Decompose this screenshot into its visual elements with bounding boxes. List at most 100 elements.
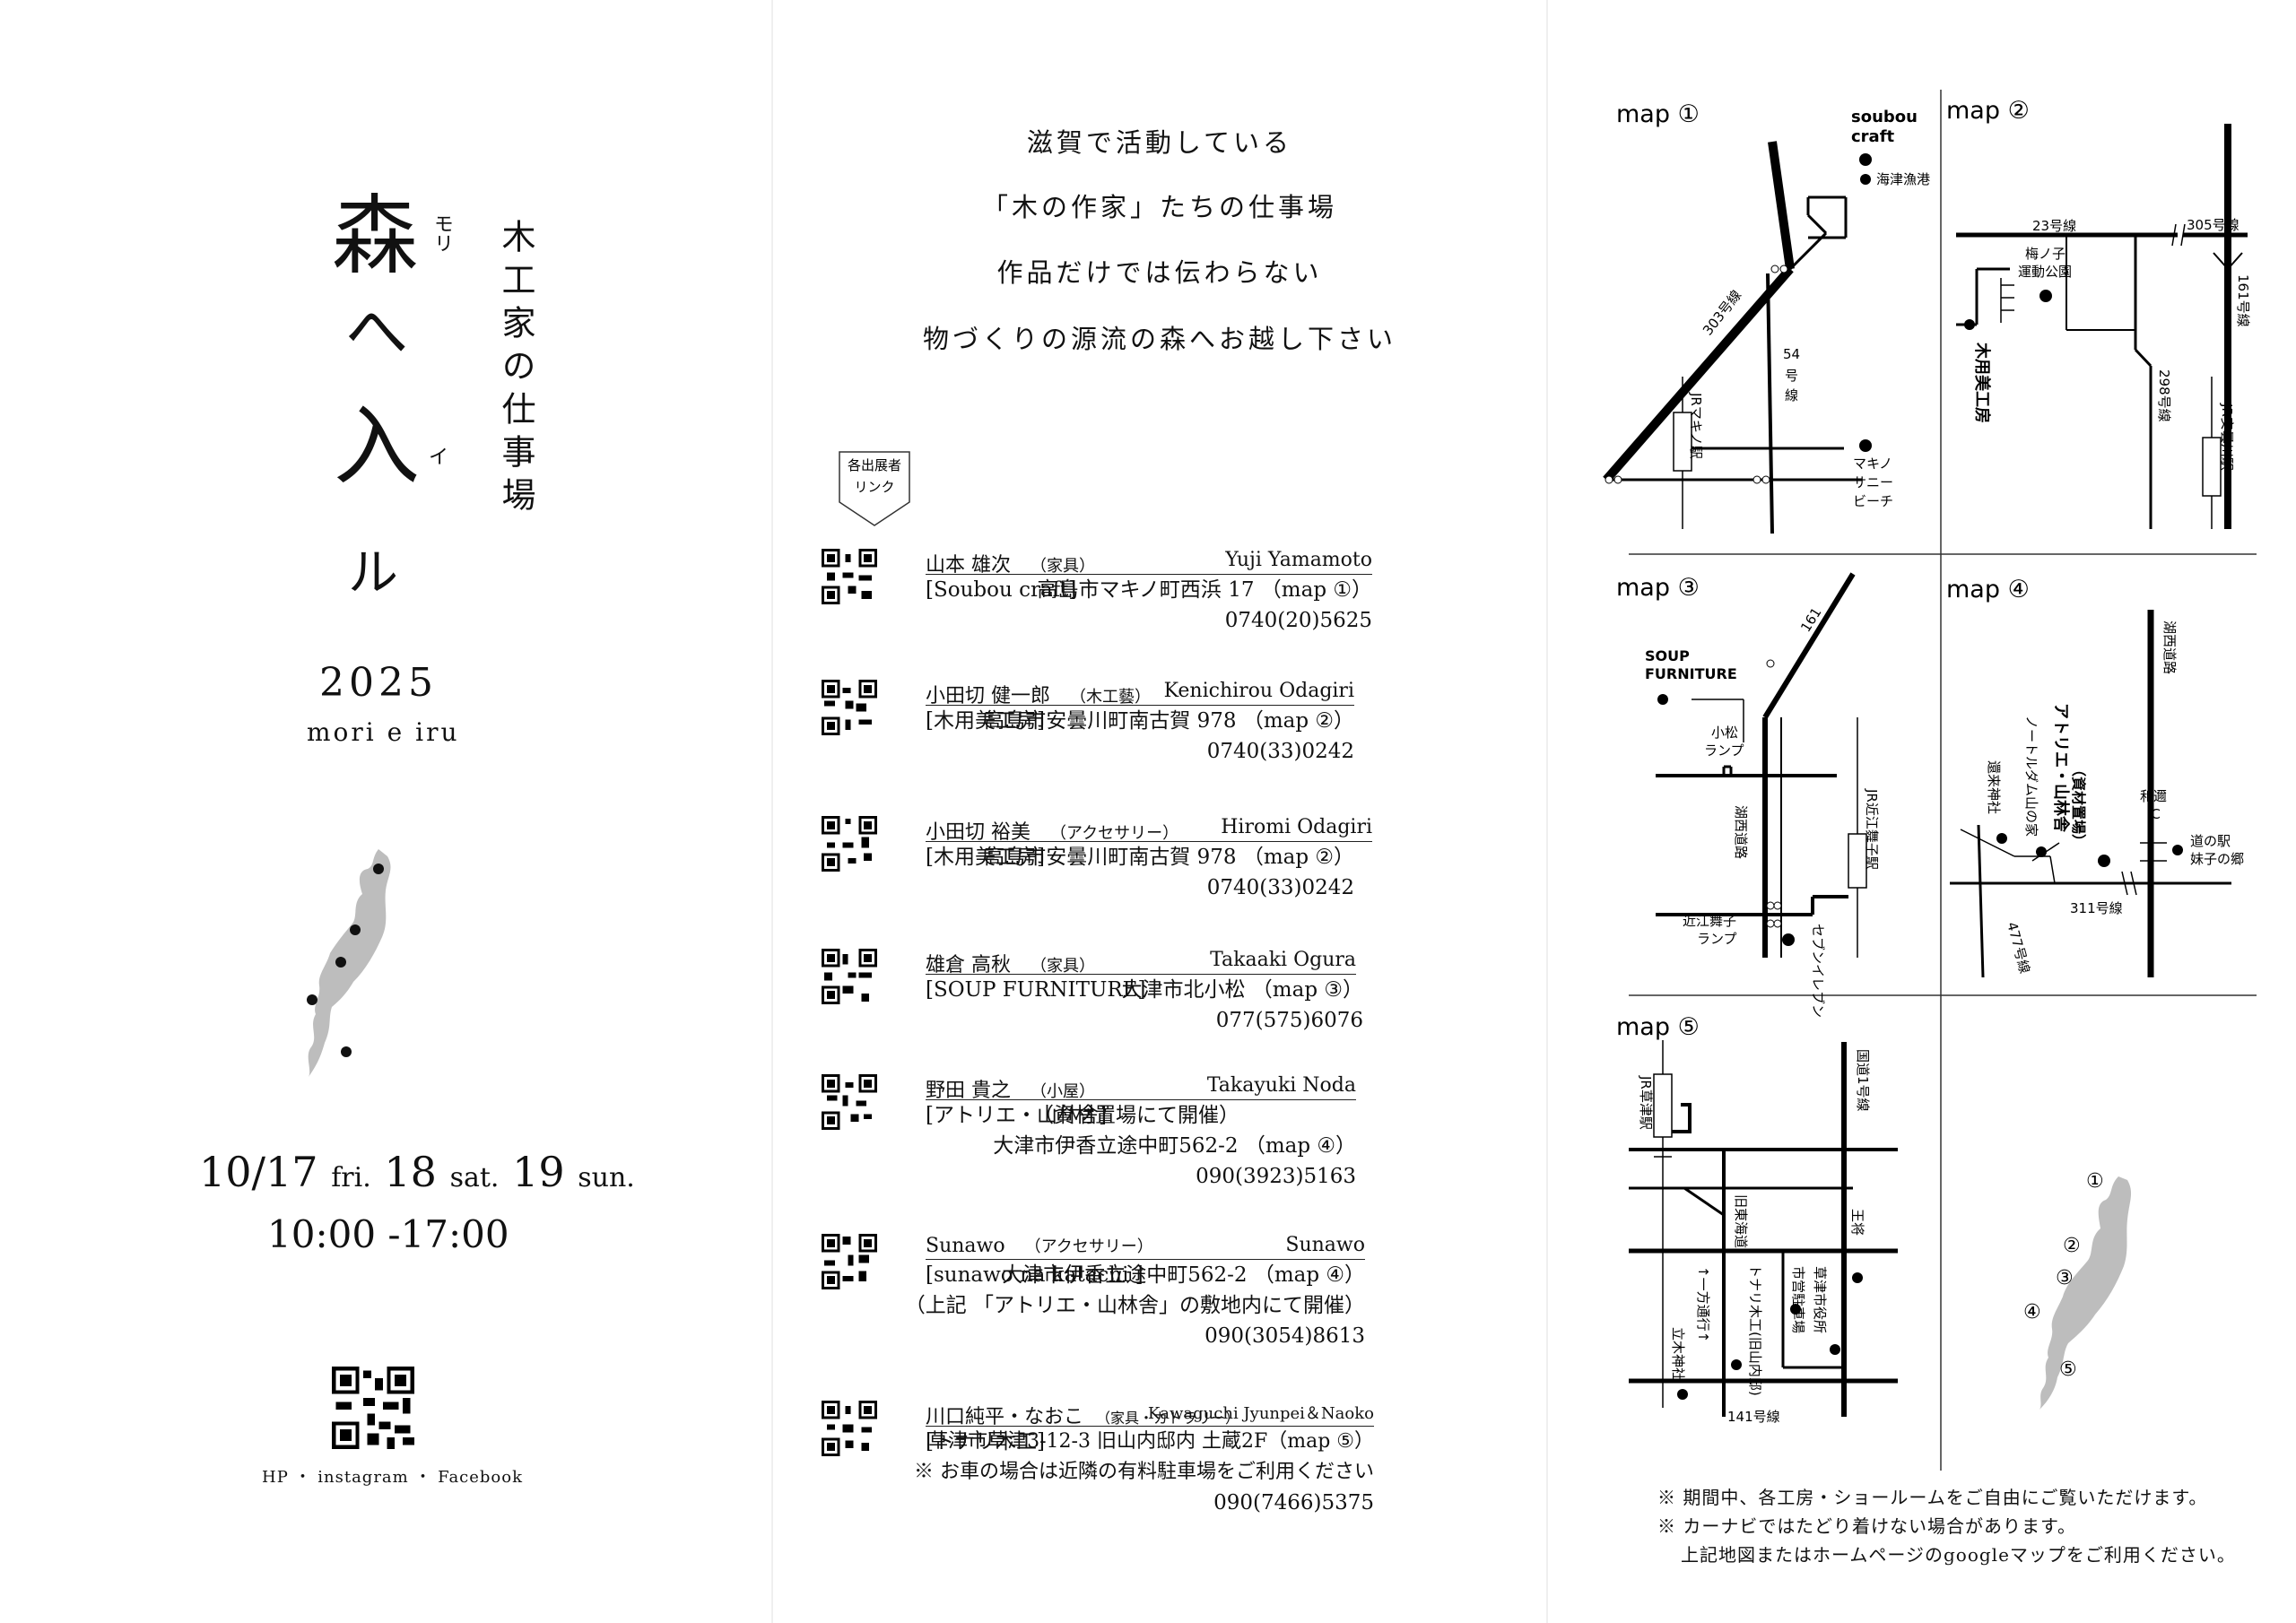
phone: 0740(20)5625: [1224, 609, 1372, 632]
lake-shape: [308, 849, 391, 1077]
michinoeki-label: 道の駅: [2190, 833, 2231, 849]
exhibitor-category: （家具・カトラリー）: [1096, 1410, 1240, 1427]
exhibitor-category: （家具）: [1031, 957, 1095, 976]
seven-eleven-label: セブンイレブン: [1810, 924, 1826, 1018]
map-5: map ⑤ JR草津駅 国道1号線 旧東海道 王将 ↑一方通行↑ トナリ木工: [1616, 1013, 1898, 1425]
makino-sunny-beach-label-3: ビーチ: [1853, 493, 1893, 509]
address: 大津市北小松 （map ③）: [1121, 978, 1364, 1002]
jr-kusatsu-station-label: JR草津駅: [1638, 1075, 1654, 1130]
wani-ic-label-2: IC: [2147, 806, 2161, 822]
exhibitor-name-en: Kenichirou Odagiri: [1163, 680, 1354, 702]
title-char-he: へ: [345, 295, 408, 369]
route-1-label: 国道1号線: [1855, 1049, 1871, 1112]
exhibitor-category: （アクセサリー）: [1024, 1237, 1153, 1256]
note-2: ※ カーナビではたどり着けない場合があります。: [1657, 1515, 2076, 1537]
makino-sunny-beach-label: マキノ: [1853, 456, 1892, 472]
kaizu-port-label: 海津漁港: [1876, 171, 1930, 187]
event-dates: 10/17 fri. 18 sat. 19 sun.: [199, 1148, 635, 1196]
title-char-iru: 入: [334, 396, 420, 497]
exhibitors-panel: 滋賀で活動している 「木の作家」たちの仕事場 作品だけでは伝わらない 物づくりの…: [773, 0, 1546, 1623]
phone: 077(575)6076: [1215, 1009, 1363, 1032]
map-1-label: map ①: [1616, 100, 1700, 128]
map-2-label: map ②: [1946, 97, 2030, 125]
exhibitor-name-en: Sunawo: [1285, 1234, 1365, 1256]
title-char-ru: ル: [348, 544, 398, 603]
storage-label: （資材置場）: [2070, 762, 2087, 848]
qr-code[interactable]: [822, 680, 877, 735]
map-3-label: map ③: [1616, 574, 1700, 602]
tag-line-1: 各出展者: [848, 457, 901, 473]
maps-panel: map ① soubou craft 海津漁港 303号線 54: [1548, 0, 2296, 1623]
phone: 090(7466)5375: [1213, 1491, 1374, 1515]
osho-label: 王将: [1849, 1209, 1866, 1236]
lake-marker-5: ⑤: [2059, 1358, 2077, 1381]
workshop-name: [木用美工房]: [926, 846, 1045, 869]
phone: 090(3923)5163: [1196, 1165, 1356, 1188]
qr-code[interactable]: [822, 1401, 877, 1456]
jr-omimaiko-station-label: JR近江舞子駅: [1864, 788, 1880, 870]
exhibitor-name-en: Kawaguchi Jyunpei＆Naoko: [1147, 1404, 1374, 1423]
map-3: map ③ SOUP FURNITURE 161 小松 ランプ: [1616, 572, 1880, 1018]
address: 高島市マキノ町西浜 17 （map ①）: [1037, 578, 1372, 602]
route-311-label: 311号線: [2070, 900, 2123, 916]
one-way-label: ↑一方通行↑: [1695, 1266, 1711, 1342]
venue-note: （上記 「アトリエ・山林舎」の敷地内にて開催）: [904, 1294, 1365, 1317]
homepage-qr-code[interactable]: [332, 1367, 414, 1449]
wani-ic-label: 和邇: [2140, 788, 2167, 804]
route-161-label: 161号線: [2235, 274, 2251, 327]
route-298-label: 298号線: [2156, 369, 2172, 422]
exhibitor-name: 小田切 健一郎: [926, 685, 1050, 707]
route-141-label: 141号線: [1727, 1409, 1780, 1425]
exhibitor-entry: 川口純平・なおこ（家具・カトラリー）Kawaguchi Jyunpei＆Naok…: [822, 1401, 1374, 1518]
lake-marker-4: ④: [2023, 1301, 2041, 1324]
workshop-name: [SOUP FURNITURE]: [926, 978, 1146, 1002]
kosei-road-label: 湖西道路: [1733, 805, 1749, 859]
exhibitor-name-en: Takaaki Ogura: [1210, 949, 1356, 971]
workshop-name: [木用美工房]: [926, 709, 1045, 733]
note-3: 上記地図またはホームページのgoogleマップをご利用ください。: [1681, 1544, 2236, 1566]
city-parking-label: 市営駐車場: [1790, 1266, 1806, 1333]
lake-shape: [2039, 1176, 2132, 1410]
exhibitor-name: 野田 貴之: [926, 1080, 1011, 1102]
tonari-mokko-label: トナリ木工(旧山内邸): [1747, 1264, 1763, 1396]
map-2: map ② 23号線 305号線 梅ノ子: [1946, 97, 2251, 529]
location-dot: [335, 957, 346, 968]
qr-code[interactable]: [822, 949, 877, 1004]
qr-code[interactable]: [822, 816, 877, 872]
title-char-mori: 森: [332, 186, 418, 286]
intro-line-3: 作品だけでは伝わらない: [996, 257, 1323, 288]
kanrai-shrine-label: 還来神社: [1986, 760, 2002, 814]
exhibitor-name-en: Yuji Yamamoto: [1225, 549, 1372, 571]
address: 草津市草津3-12-3 旧山内邸内 土蔵2F（map ⑤）: [928, 1430, 1374, 1453]
map-5-label: map ⑤: [1616, 1013, 1700, 1041]
umenoko-park-label-2: 運動公園: [2018, 264, 2072, 280]
exhibitor-name-en: Hiromi Odagiri: [1221, 816, 1372, 838]
route-477-label: 477号線: [2004, 920, 2033, 975]
route-54-label: 54: [1783, 346, 1800, 362]
kyu-tokaido-label: 旧東海道: [1733, 1194, 1749, 1248]
tachiki-shrine-label: 立木神社: [1670, 1327, 1686, 1381]
soubou-craft-label: soubou: [1851, 108, 1918, 126]
social-links-label: HP ・ instagram ・ Facebook: [262, 1468, 524, 1487]
qr-code[interactable]: [822, 1074, 877, 1130]
exhibitor-name: 山本 雄次: [926, 554, 1011, 577]
address: 高島市安曇川町南古賀 978 （map ②）: [984, 709, 1354, 733]
route-305-label: 305号線: [2187, 217, 2239, 233]
atelier-sanrinsha-label: アトリエ・山林舎: [2051, 703, 2071, 833]
shiga-lake-map: [307, 849, 391, 1077]
exhibitor-name: 雄倉 高秋: [926, 954, 1011, 976]
qr-code[interactable]: [822, 1234, 877, 1289]
address: 大津市伊香立途中町562-2 （map ④）: [993, 1134, 1356, 1158]
lake-marker-2: ②: [2063, 1235, 2081, 1257]
qr-code[interactable]: [822, 549, 877, 604]
exhibitor-category: （アクセサリー）: [1050, 824, 1179, 843]
parking-note: ※ お車の場合は近隣の有料駐車場をご利用ください: [914, 1461, 1374, 1483]
kiyomi-kobo-label: 木用美工房: [1972, 342, 1992, 423]
lake-marker-3: ③: [2056, 1267, 2074, 1289]
map-4: map ④ 湖西道路 アトリエ・山林舎 （資材置場） ノートルダム山の家 還来神…: [1946, 576, 2244, 978]
kusatsu-city-hall-label: 草津市役所: [1812, 1266, 1828, 1333]
address: 大津市伊香立途中町562-2 （map ④）: [1002, 1263, 1365, 1287]
ruby-i: イ: [429, 447, 449, 469]
location-dot: [373, 864, 384, 874]
phone: 090(3054)8613: [1205, 1324, 1365, 1348]
